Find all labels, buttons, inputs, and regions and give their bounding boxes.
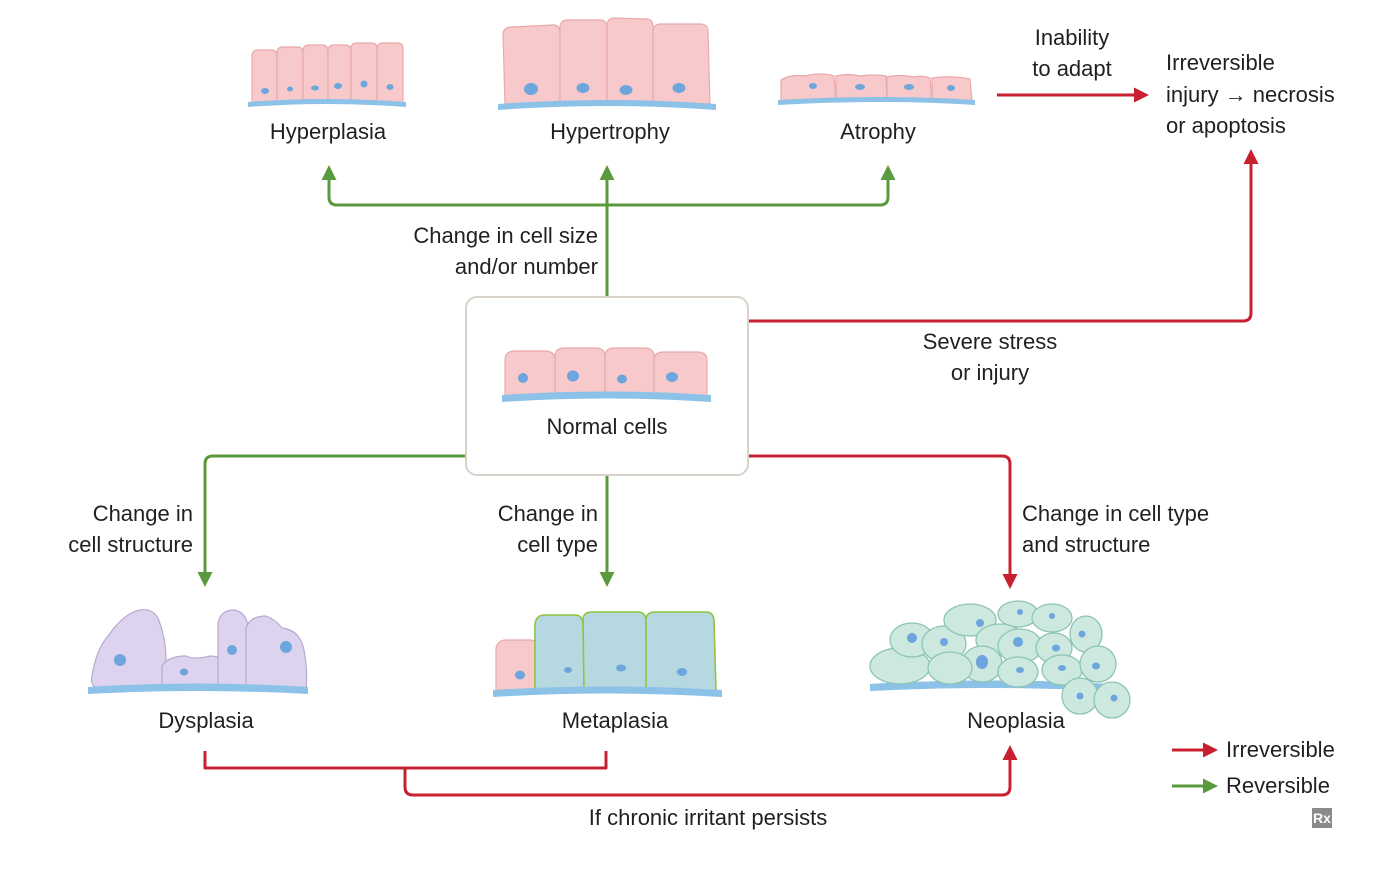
normal-cells-label: Normal cells xyxy=(546,414,668,439)
inability-line-1: Inability xyxy=(1034,25,1110,50)
legend-irreversible-label: Irreversible xyxy=(1226,737,1335,762)
edge-branch-atrophy xyxy=(607,165,896,207)
hypertrophy-label: Hypertrophy xyxy=(550,119,670,144)
edge-chronic-to-neoplasia xyxy=(403,745,1018,797)
inability-line-2: to adapt xyxy=(1032,56,1112,81)
cell-type-line-2: cell type xyxy=(517,532,598,557)
atrophy-illustration xyxy=(778,73,975,105)
dysplasia-label: Dysplasia xyxy=(158,708,254,733)
injury-line-1: Irreversible xyxy=(1166,50,1275,75)
neoplasia-illustration xyxy=(869,600,1131,719)
chronic-irritant-label: If chronic irritant persists xyxy=(588,805,828,830)
neoplasia-label: Neoplasia xyxy=(967,708,1065,733)
normal-cells-illustration xyxy=(502,347,711,402)
size-number-line-1: Change in cell size xyxy=(413,223,598,248)
dysplasia-illustration xyxy=(88,609,308,694)
hyperplasia-illustration xyxy=(248,42,406,107)
cell-structure-line-2: cell structure xyxy=(68,532,193,557)
atrophy-label: Atrophy xyxy=(840,119,916,144)
edge-normal-to-neoplasia xyxy=(749,454,1018,589)
hyperplasia-label: Hyperplasia xyxy=(269,119,387,144)
cell-structure-line-1: Change in xyxy=(92,501,193,526)
irreversible-connectors xyxy=(203,87,1259,797)
normal-cells-node: Normal cells xyxy=(465,296,749,476)
metaplasia-label: Metaplasia xyxy=(561,708,669,733)
injury-line-2: injury → necrosis xyxy=(1166,82,1335,107)
rx-logo-icon: Rx xyxy=(1312,808,1332,828)
edge-dysplasia-metaplasia-join xyxy=(203,751,608,770)
cell-type-line-1: Change in xyxy=(497,501,598,526)
type-structure-line-1: Change in cell type xyxy=(1022,501,1210,526)
size-number-line-2: and/or number xyxy=(454,254,598,279)
hypertrophy-illustration xyxy=(498,17,716,110)
reversible-connectors xyxy=(197,165,1218,794)
edge-branch-hyperplasia xyxy=(321,165,607,207)
metaplasia-illustration xyxy=(493,611,722,697)
injury-line-3: or apoptosis xyxy=(1166,113,1286,138)
edge-normal-to-injury xyxy=(749,149,1259,323)
type-structure-line-2: and structure xyxy=(1022,532,1151,557)
severe-stress-line-2: or injury xyxy=(950,360,1030,385)
severe-stress-line-1: Severe stress xyxy=(922,329,1058,354)
legend-reversible-label: Reversible xyxy=(1226,773,1330,798)
edge-normal-to-dysplasia xyxy=(197,454,465,587)
